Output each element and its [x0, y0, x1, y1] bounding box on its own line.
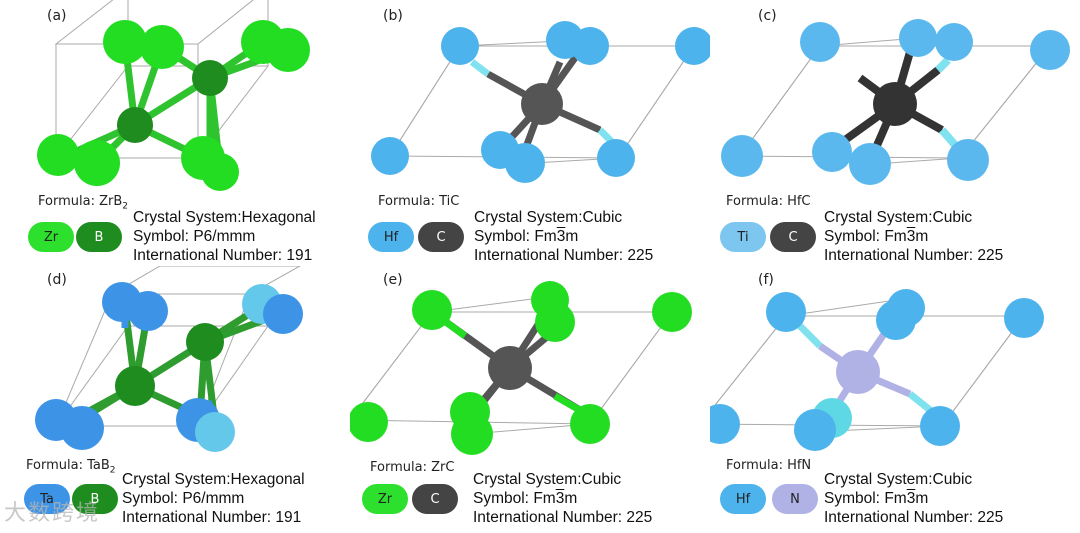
formula-label: Formula: ZrC [370, 460, 455, 475]
panel-e: (e) Formula: ZrC Zr C Crystal System:Cu [350, 266, 710, 532]
formula-label: Formula: ZrB2 [38, 194, 128, 212]
panel-d: (d) Formula: TaB2 Ta B Crystal System: [0, 266, 360, 532]
legend-element-1: Ta [24, 484, 70, 514]
crystal-info: Crystal System:Hexagonal Symbol: P6/mmm … [133, 208, 316, 265]
space-group-symbol: Symbol: Fm3m [824, 490, 929, 507]
legend-element-2: N [772, 484, 818, 514]
legend-element-1: Zr [28, 222, 74, 252]
space-group-symbol: Symbol: Fm3m [473, 490, 578, 507]
hfc-structure [721, 19, 1070, 185]
panel-b: (b) Formula: TiC Hf C [350, 0, 710, 266]
zrb2-structure [37, 0, 310, 191]
legend-element-2: B [76, 222, 122, 252]
legend-element-2: C [418, 222, 464, 252]
crystal-info: Crystal System:Cubic Symbol: Fm3m Intern… [473, 470, 652, 527]
formula-label: Formula: HfC [726, 194, 811, 209]
zrc-structure [350, 281, 692, 455]
legend-element-2: C [770, 222, 816, 252]
hfn-structure [710, 289, 1044, 451]
crystal-system: Crystal System:Cubic [474, 209, 623, 226]
legend-element-2: B [72, 484, 118, 514]
legend-element-1: Hf [720, 484, 766, 514]
crystal-info: Crystal System:Cubic Symbol: Fm3m Intern… [824, 470, 1003, 527]
international-number: International Number: 191 [122, 509, 302, 526]
crystal-info: Crystal System:Hexagonal Symbol: P6/mmm … [122, 470, 305, 527]
international-number: International Number: 225 [473, 509, 653, 526]
space-group-symbol: Symbol: Fm3m [474, 228, 579, 245]
space-group-symbol: Symbol: P6/mmm [122, 490, 245, 507]
crystal-system: Crystal System:Cubic [824, 471, 973, 488]
panel-label: (f) [758, 272, 774, 288]
panel-label: (a) [47, 8, 67, 24]
crystal-system: Crystal System:Hexagonal [133, 209, 316, 226]
legend-element-1: Zr [362, 484, 408, 514]
tic-structure [371, 21, 710, 183]
tab2-structure [35, 266, 303, 452]
panel-f: (f) Formula: HfN Hf N Crystal System:Cub… [710, 266, 1070, 532]
international-number: International Number: 191 [133, 247, 313, 264]
panel-label: (b) [383, 8, 403, 24]
formula-label: Formula: TaB2 [26, 458, 116, 476]
legend-element-2: C [412, 484, 458, 514]
formula-label: Formula: HfN [726, 458, 812, 473]
formula-label: Formula: TiC [378, 194, 460, 209]
crystal-system: Crystal System:Hexagonal [122, 471, 305, 488]
panel-a: (a) Formula: ZrB2 Zr [0, 0, 360, 266]
international-number: International Number: 225 [474, 247, 654, 264]
panel-c: (c) Formula: HfC Ti C [710, 0, 1070, 266]
international-number: International Number: 225 [824, 509, 1004, 526]
panel-label: (c) [758, 8, 777, 24]
crystal-system: Crystal System:Cubic [473, 471, 622, 488]
crystal-info: Crystal System:Cubic Symbol: Fm3m Intern… [824, 208, 1003, 265]
crystal-system: Crystal System:Cubic [824, 209, 973, 226]
legend-element-1: Ti [720, 222, 766, 252]
panel-label: (d) [47, 272, 67, 288]
crystal-info: Crystal System:Cubic Symbol: Fm3m Intern… [474, 208, 653, 265]
space-group-symbol: Symbol: P6/mmm [133, 228, 256, 245]
watermark: 大数跨境 [4, 501, 101, 526]
international-number: International Number: 225 [824, 247, 1004, 264]
space-group-symbol: Symbol: Fm3m [824, 228, 929, 245]
panel-label: (e) [383, 272, 403, 288]
legend-element-1: Hf [368, 222, 414, 252]
